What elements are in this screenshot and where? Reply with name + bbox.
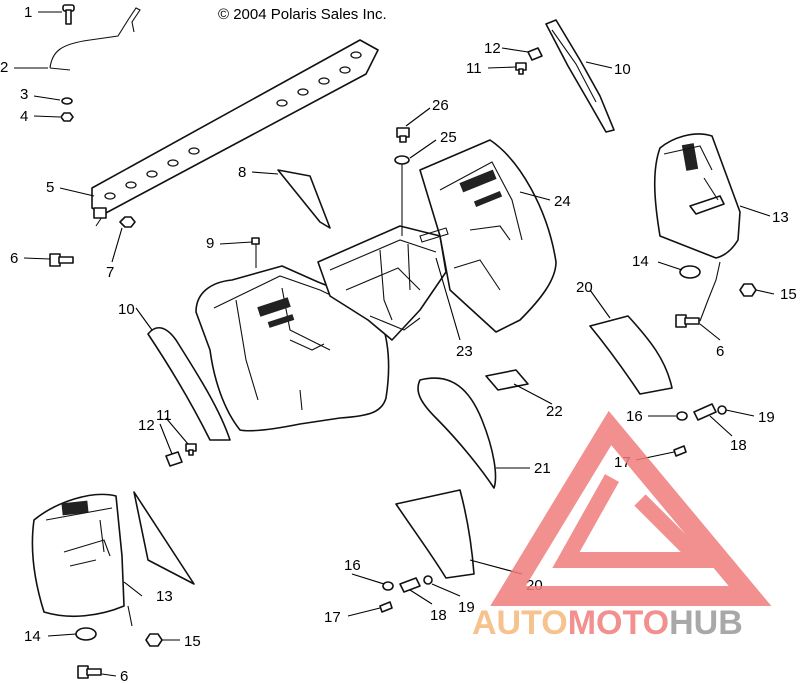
watermark-hub: HUB bbox=[669, 604, 743, 642]
watermark-triangle-inner bbox=[552, 474, 720, 568]
watermark-logo: AUTOMOTOHUB bbox=[472, 410, 772, 642]
callout-15-right: 15 bbox=[780, 286, 797, 303]
watermark-triangle-outer bbox=[490, 410, 772, 606]
part-16-nut-bottom bbox=[382, 581, 394, 591]
callout-3: 3 bbox=[20, 86, 28, 103]
part-13-tab bbox=[127, 605, 133, 627]
part-4-nut bbox=[60, 112, 74, 122]
callout-2: 2 bbox=[0, 59, 8, 76]
callout-6-bottom: 6 bbox=[120, 668, 128, 683]
callout-12-left: 12 bbox=[138, 417, 155, 434]
part-14-grommet-right bbox=[679, 265, 701, 279]
part-11-screw-top bbox=[515, 62, 527, 75]
callout-11-top: 11 bbox=[466, 60, 482, 77]
callout-18-bottom: 18 bbox=[430, 607, 447, 624]
part-17-screw-right bbox=[673, 445, 687, 457]
callout-20-right: 20 bbox=[576, 279, 593, 296]
part-18-plate-bottom bbox=[399, 577, 421, 593]
part-11-screw-left bbox=[185, 443, 197, 456]
part-13-footwell-left bbox=[31, 493, 125, 618]
callout-26: 26 bbox=[432, 97, 449, 114]
part-18-plate-right bbox=[693, 403, 717, 421]
callout-10-left: 10 bbox=[118, 301, 135, 318]
callout-labels: 1 2 3 4 5 6 7 8 9 10 11 12 26 25 24 23 1… bbox=[0, 4, 797, 683]
callout-22: 22 bbox=[546, 403, 563, 420]
part-13-footwell-right bbox=[653, 133, 741, 259]
callout-12-top: 12 bbox=[484, 40, 501, 57]
callout-5: 5 bbox=[46, 179, 54, 196]
part-19-washer-right bbox=[717, 405, 727, 415]
part-16-nut-right bbox=[676, 411, 688, 421]
part-3-washer bbox=[61, 97, 73, 105]
callout-10-top: 10 bbox=[614, 61, 631, 78]
callout-9: 9 bbox=[206, 235, 214, 252]
copyright-text: © 2004 Polaris Sales Inc. bbox=[218, 6, 387, 23]
part-15-nut-left bbox=[145, 633, 163, 647]
part-7-nut bbox=[119, 216, 136, 228]
rear-fender-body bbox=[195, 139, 557, 432]
callout-24: 24 bbox=[554, 193, 571, 210]
callout-16-right: 16 bbox=[626, 408, 643, 425]
callout-7: 7 bbox=[106, 264, 114, 281]
part-6-bolt-bottom bbox=[77, 665, 102, 679]
callout-16-bottom: 16 bbox=[344, 557, 361, 574]
callout-23: 23 bbox=[456, 343, 473, 360]
callout-13-left: 13 bbox=[156, 588, 173, 605]
callout-6-left: 6 bbox=[10, 250, 18, 267]
part-10-strip-top bbox=[545, 19, 615, 133]
part-1-pin bbox=[62, 4, 75, 25]
part-20-mudflap-right bbox=[589, 315, 673, 395]
callout-21: 21 bbox=[534, 460, 551, 477]
part-26-screw bbox=[396, 127, 410, 143]
part-19-washer-bottom bbox=[423, 575, 433, 585]
part-17-screw-bottom bbox=[379, 601, 393, 613]
callout-8: 8 bbox=[238, 164, 246, 181]
watermark-moto: MOTO bbox=[568, 604, 669, 642]
part-20-mudflap-bottom bbox=[395, 489, 475, 579]
callout-19-right: 19 bbox=[758, 409, 775, 426]
callout-11-left: 11 bbox=[156, 407, 172, 424]
callout-15-left: 15 bbox=[184, 633, 201, 650]
watermark-text: AUTOMOTOHUB bbox=[472, 604, 743, 642]
part-10-strip-detail bbox=[551, 29, 597, 103]
part-25-washer bbox=[394, 155, 410, 165]
part-15-nut-right bbox=[739, 283, 757, 297]
callout-17-bottom: 17 bbox=[324, 609, 341, 626]
part-9-screw bbox=[251, 237, 260, 268]
callout-18-right: 18 bbox=[730, 437, 747, 454]
callout-14-left: 14 bbox=[24, 628, 41, 645]
part-13-side-panel bbox=[133, 491, 195, 585]
callout-6-right: 6 bbox=[716, 343, 724, 360]
part-21-panel bbox=[417, 377, 497, 489]
callout-1: 1 bbox=[24, 4, 32, 21]
callout-14-right: 14 bbox=[632, 253, 649, 270]
watermark-auto: AUTO bbox=[472, 604, 568, 642]
part-6-bolt-right bbox=[675, 261, 721, 328]
callout-19-bottom: 19 bbox=[458, 599, 475, 616]
part-22-label bbox=[485, 369, 529, 391]
callout-25: 25 bbox=[440, 129, 457, 146]
part-2-rod bbox=[49, 7, 141, 71]
part-12-clip-left bbox=[165, 451, 183, 467]
part-8-panel bbox=[277, 169, 331, 229]
part-6-bolt-left bbox=[49, 253, 74, 267]
part-5-rack bbox=[91, 39, 379, 227]
callout-13-right: 13 bbox=[772, 209, 789, 226]
part-12-clip-top bbox=[527, 47, 543, 61]
callout-4: 4 bbox=[20, 108, 28, 125]
part-10-strip-left bbox=[147, 327, 231, 441]
part-14-grommet-left bbox=[75, 627, 97, 641]
leader-lines bbox=[14, 11, 775, 677]
